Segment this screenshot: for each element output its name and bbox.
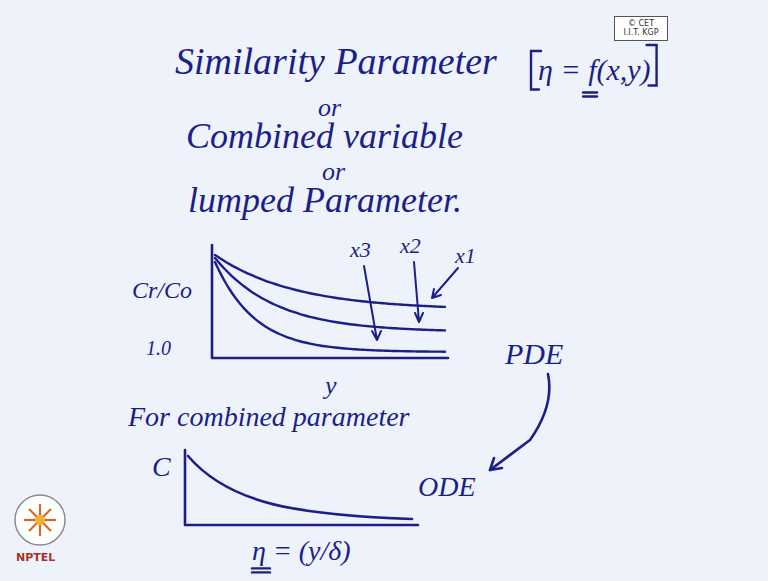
watermark-box: © CET I.I.T. KGP	[614, 16, 668, 41]
concentration-curve	[188, 456, 412, 519]
profile-curve	[215, 255, 445, 307]
watermark-text: © CET I.I.T. KGP	[619, 19, 663, 37]
logo-text: NPTEL	[16, 552, 55, 564]
underline	[583, 93, 597, 97]
axis-label: y	[325, 372, 337, 399]
equation: η = f(x,y)	[538, 54, 651, 86]
note: For combined parameter	[128, 402, 410, 431]
graph-axes	[212, 245, 448, 358]
equation-type: PDE	[505, 338, 563, 370]
equation-type: ODE	[418, 472, 476, 501]
axis-value: 1.0	[146, 338, 171, 359]
equation: η = (y/δ)	[252, 536, 351, 565]
axis-label: Cr/Co	[132, 278, 192, 303]
leader-arrow	[432, 268, 458, 298]
graph-axes	[185, 450, 418, 525]
underline	[252, 568, 270, 572]
curve-label: x2	[400, 234, 421, 257]
heading: Combined variable	[186, 118, 463, 156]
leader-arrow	[364, 266, 381, 340]
curve-label: x3	[350, 238, 371, 261]
heading: Similarity Parameter	[175, 42, 497, 82]
profile-curve	[215, 258, 445, 330]
heading: lumped Parameter.	[188, 182, 462, 220]
profile-curve	[215, 262, 445, 352]
nptel-logo	[15, 495, 65, 545]
leader-arrow	[414, 262, 423, 322]
arrow-head	[490, 458, 502, 470]
transform-arrow	[490, 374, 549, 470]
curve-label: x1	[455, 244, 476, 267]
axis-label: C	[152, 452, 171, 481]
